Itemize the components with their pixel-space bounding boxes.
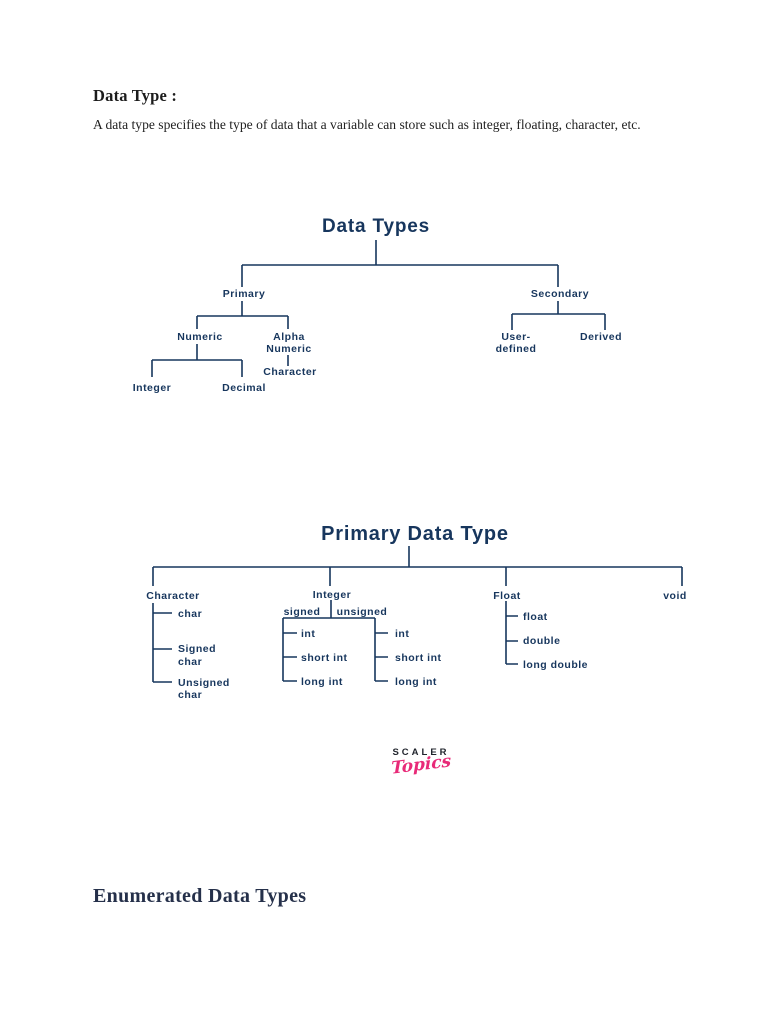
node-user-defined-line2: defined xyxy=(496,343,537,355)
connector-character-children xyxy=(152,603,172,683)
node-signed: signed xyxy=(284,606,321,618)
connector-signed-unsigned-bracket xyxy=(282,617,376,681)
node-unsigned-short-int: short int xyxy=(395,652,442,664)
connector-primary-children xyxy=(196,301,289,329)
node-signed-char-line2: char xyxy=(178,656,202,668)
connector-root2 xyxy=(152,546,683,586)
node-user-defined-line1: User- xyxy=(501,331,530,343)
connector-unsigned-ticks xyxy=(375,632,388,682)
node-signed-char-line1: Signed xyxy=(178,643,216,655)
node-secondary: Secondary xyxy=(531,288,589,300)
node-double: double xyxy=(523,635,560,647)
node-unsigned-char-line2: char xyxy=(178,689,202,701)
node-unsigned-long-int: long int xyxy=(395,676,437,688)
node-signed-short-int: short int xyxy=(301,652,348,664)
connector-float-children xyxy=(505,601,518,665)
diagram2-title: Primary Data Type xyxy=(321,523,509,545)
connector-numeric-children xyxy=(151,344,243,377)
connector-secondary-children xyxy=(511,301,606,330)
node-long-double: long double xyxy=(523,659,588,671)
page-title: Data Type : xyxy=(93,86,178,105)
node-numeric: Numeric xyxy=(177,331,223,343)
node-void-branch: void xyxy=(663,590,687,602)
connector-root xyxy=(241,240,559,287)
node-unsigned: unsigned xyxy=(337,606,388,618)
node-char: char xyxy=(178,608,202,620)
diagram1-title: Data Types xyxy=(322,216,430,237)
node-integer: Integer xyxy=(133,382,172,394)
data-types-diagram: Data Types Primary Secondary Numeric Alp… xyxy=(133,216,622,394)
node-alpha-numeric-line2: Numeric xyxy=(266,343,312,355)
node-integer-branch: Integer xyxy=(313,589,352,601)
node-character-branch: Character xyxy=(146,590,200,602)
node-alpha-numeric-line1: Alpha xyxy=(273,331,305,343)
data-types-tree-connectors xyxy=(151,240,606,377)
node-float-child: float xyxy=(523,611,548,623)
section-heading-enumerated: Enumerated Data Types xyxy=(93,885,307,907)
node-primary: Primary xyxy=(223,288,266,300)
node-unsigned-char-line1: Unsigned xyxy=(178,677,230,689)
connector-signed-ticks xyxy=(283,632,297,682)
node-character: Character xyxy=(263,366,317,378)
node-signed-int: int xyxy=(301,628,315,640)
intro-paragraph: A data type specifies the type of data t… xyxy=(93,117,641,132)
primary-data-type-diagram: Primary Data Type Character Integer Floa… xyxy=(146,523,687,701)
node-decimal: Decimal xyxy=(222,382,266,394)
node-unsigned-int: int xyxy=(395,628,409,640)
node-float-branch: Float xyxy=(493,590,521,602)
scaler-wordmark: SCALER xyxy=(392,747,450,758)
node-derived: Derived xyxy=(580,331,622,343)
scaler-topics-logo: SCALER Topics xyxy=(381,747,461,779)
primary-data-type-tree-connectors xyxy=(152,546,683,683)
node-signed-long-int: long int xyxy=(301,676,343,688)
